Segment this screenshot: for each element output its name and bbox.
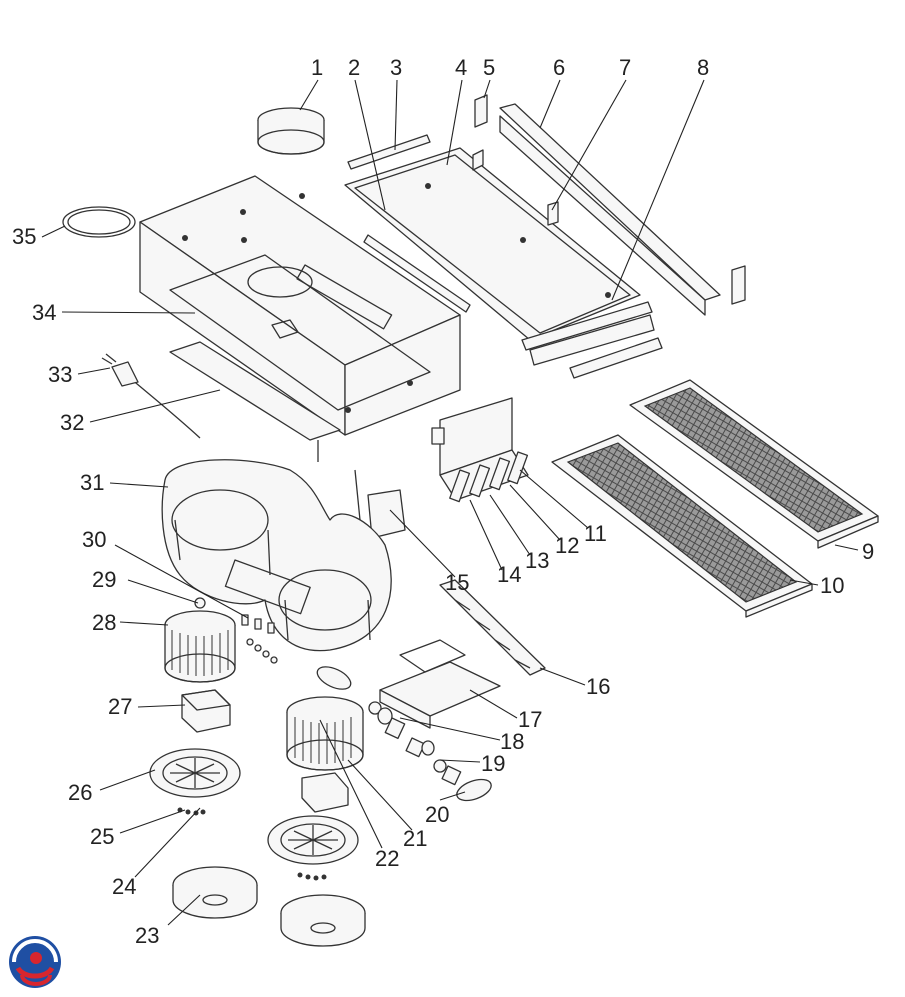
power-cord [101, 353, 201, 439]
callout-29: 29 [92, 567, 116, 592]
control-board [431, 397, 529, 503]
callout-31: 31 [80, 470, 104, 495]
motor-left [181, 689, 231, 733]
cover-dome-left [172, 866, 258, 919]
callout-10: 10 [820, 573, 844, 598]
callout-6: 6 [553, 55, 565, 80]
light-mount-tray [379, 579, 546, 729]
callout-9: 9 [862, 539, 874, 564]
callout-20: 20 [425, 802, 449, 827]
callout-15: 15 [445, 570, 469, 595]
top-frame [344, 94, 746, 379]
callout-30: 30 [82, 527, 106, 552]
callout-34: 34 [32, 300, 56, 325]
callout-25: 25 [90, 824, 114, 849]
callout-33: 33 [48, 362, 72, 387]
callout-19: 19 [481, 751, 505, 776]
callout-13: 13 [525, 548, 549, 573]
grease-filter-front [551, 434, 813, 618]
motor-right [301, 772, 349, 813]
callout-26: 26 [68, 780, 92, 805]
grease-filter-rear [629, 379, 879, 549]
cover-dome-right [280, 894, 366, 947]
callout-numbers: 1 2 3 4 5 6 7 8 9 10 11 12 13 14 15 16 1… [12, 55, 874, 948]
callout-11: 11 [584, 521, 607, 546]
callout-24: 24 [112, 874, 136, 899]
callout-12: 12 [555, 533, 579, 558]
callout-17: 17 [518, 707, 542, 732]
brand-logo [9, 936, 61, 988]
hood-housing [139, 175, 461, 436]
callout-28: 28 [92, 610, 116, 635]
shield-sheet [354, 469, 406, 539]
fan-grille-left [149, 748, 241, 798]
blower-housing [161, 459, 392, 652]
duct-collar [257, 107, 325, 155]
fan-grille-right [267, 815, 359, 865]
callout-5: 5 [483, 55, 495, 80]
callout-22: 22 [375, 846, 399, 871]
callout-4: 4 [455, 55, 467, 80]
callout-3: 3 [390, 55, 402, 80]
callout-2: 2 [348, 55, 360, 80]
lamp-assembly [316, 666, 492, 802]
callout-7: 7 [619, 55, 631, 80]
callout-21: 21 [403, 826, 427, 851]
callout-1: 1 [311, 55, 323, 80]
fan-wheel-right [286, 696, 364, 771]
callout-14: 14 [497, 562, 521, 587]
leader-lines [41, 79, 859, 926]
lower-panel [169, 341, 341, 462]
callout-18: 18 [500, 729, 524, 754]
fan-wheel-left [164, 610, 236, 683]
callout-35: 35 [12, 224, 36, 249]
callout-23: 23 [135, 923, 159, 948]
callout-16: 16 [586, 674, 610, 699]
seal-ring [62, 206, 136, 238]
callout-8: 8 [697, 55, 709, 80]
callout-32: 32 [60, 410, 84, 435]
callout-27: 27 [108, 694, 132, 719]
capacitor-clips [194, 597, 278, 664]
